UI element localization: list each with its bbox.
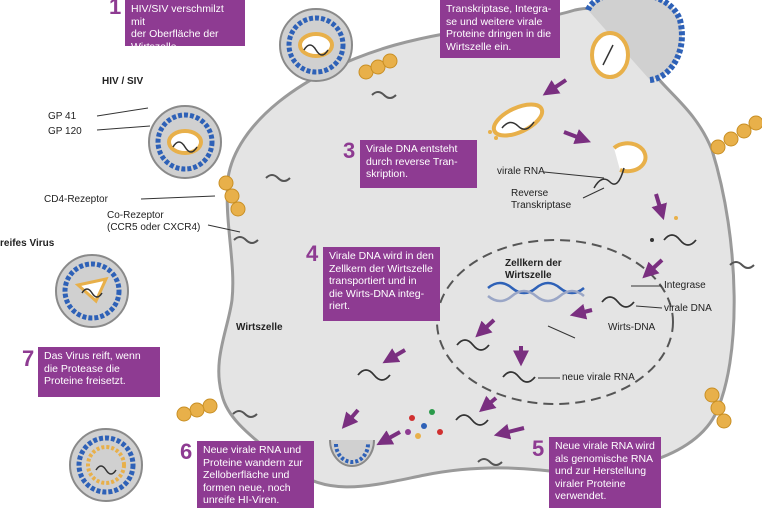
step-7-text: Das Virus reift, wenn die Protease die P… bbox=[38, 347, 160, 397]
virus-immature bbox=[69, 428, 143, 502]
virus-hiv-siv bbox=[148, 105, 222, 179]
nucleus bbox=[436, 239, 674, 405]
label-viral-rna: virale RNA bbox=[497, 166, 545, 177]
leader-lines bbox=[96, 107, 663, 379]
label-integrase: Integrase bbox=[664, 280, 706, 291]
label-host-dna: Wirts-DNA bbox=[608, 322, 656, 333]
virus-mature bbox=[55, 254, 129, 328]
virus-fusing bbox=[279, 8, 353, 82]
integrase-dna bbox=[601, 296, 635, 308]
label-host-cell: Wirtszelle bbox=[236, 322, 283, 333]
step-1-number: 1 bbox=[109, 0, 122, 19]
label-hiv-siv: HIV / SIV bbox=[102, 76, 144, 87]
label-co-receptor: Co-Rezeptor (CCR5 oder CXCR4) bbox=[107, 210, 201, 233]
label-cd4-receptor: CD4-Rezeptor bbox=[44, 194, 108, 205]
budding-virus-bottom bbox=[329, 439, 375, 467]
co-receptors bbox=[232, 91, 755, 466]
host-dna-helix bbox=[487, 281, 585, 303]
label-gp120: GP 120 bbox=[48, 126, 82, 137]
label-reverse-transcriptase: Reverse Transkriptase bbox=[511, 188, 572, 211]
label-gp41: GP 41 bbox=[48, 111, 77, 122]
label-viral-dna: virale DNA bbox=[664, 303, 712, 314]
step-2-text: Transkriptase, Integra- se und weitere v… bbox=[440, 0, 560, 58]
step-4-number: 4 bbox=[306, 241, 319, 266]
capsid-entering bbox=[491, 102, 545, 138]
step-6-number: 6 bbox=[180, 439, 193, 464]
step-5-text: Neue virale RNA wird als genomische RNA … bbox=[549, 437, 661, 508]
step-3-text: Virale DNA entsteht durch reverse Tran- … bbox=[360, 140, 477, 188]
virus-budding-top bbox=[585, 0, 685, 83]
step-7-number: 7 bbox=[22, 346, 35, 371]
step-6-text: Neue virale RNA und Proteine wandern zur… bbox=[197, 441, 314, 508]
cd4-receptors bbox=[176, 53, 762, 429]
label-nucleus: Zellkern der Wirtszelle bbox=[505, 258, 562, 281]
step-1-text: HIV/SIV verschmilzt mit der Oberfläche d… bbox=[125, 0, 245, 46]
step-3-number: 3 bbox=[343, 138, 356, 163]
step-4-text: Virale DNA wird in den Zellkern der Wirt… bbox=[323, 247, 440, 321]
label-mature-virus: reifes Virus bbox=[0, 238, 55, 249]
process-arrows bbox=[341, 78, 667, 446]
viral-dna-strand bbox=[663, 234, 697, 246]
step-5-number: 5 bbox=[532, 436, 545, 461]
reverse-transcription bbox=[593, 141, 648, 189]
label-new-viral-rna: neue virale RNA bbox=[562, 372, 635, 383]
protein-dots bbox=[405, 130, 678, 439]
